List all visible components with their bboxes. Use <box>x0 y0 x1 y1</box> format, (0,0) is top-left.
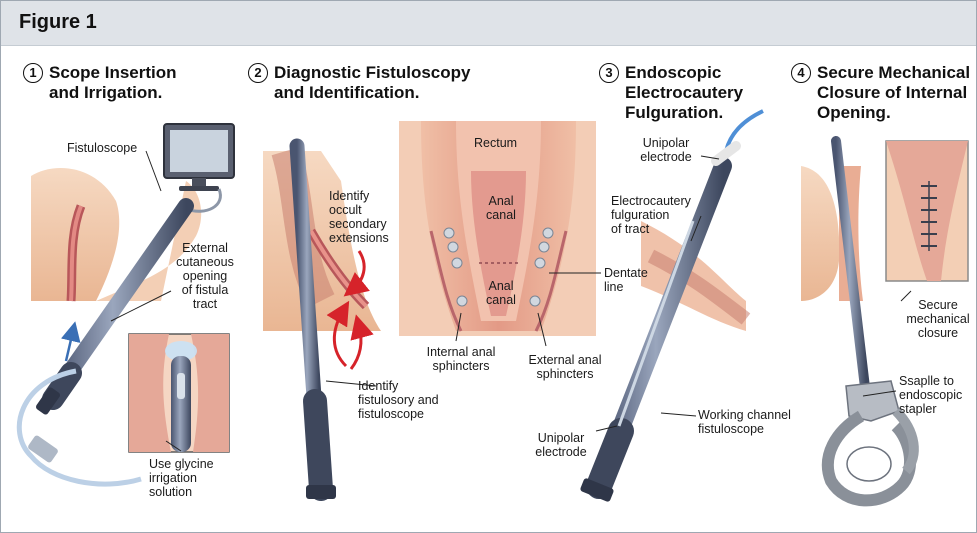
label-anal-canal-upper: Anal canal <box>481 194 521 222</box>
arrow-fistulosory-2 <box>351 326 361 369</box>
step-2-title: Diagnostic Fistuloscopy and Identificati… <box>274 63 470 103</box>
label-unipolar-bottom: Unipolar electrode <box>529 431 593 459</box>
label-identify-fistulosory: Identify fistulosory and fistuloscope <box>358 379 439 421</box>
step-2-heading: 2 Diagnostic Fistuloscopy and Identificat… <box>248 63 470 103</box>
label-glycine: Use glycine irrigation solution <box>149 457 214 499</box>
label-secure-closure: Secure mechanical closure <box>901 298 975 340</box>
label-stapler: Ssaplle to endoscopic stapler <box>899 374 962 416</box>
step-3-heading: 3 Endoscopic Electrocautery Fulguration. <box>599 63 743 123</box>
label-dentate-line: Dentate line <box>604 266 648 294</box>
step-3-number: 3 <box>599 63 619 83</box>
step-1-heading: 1 Scope Insertion and Irrigation. <box>23 63 177 103</box>
label-internal-sphincters: Internal anal sphincters <box>415 345 507 373</box>
step-3-title: Endoscopic Electrocautery Fulguration. <box>625 63 743 123</box>
label-rectum: Rectum <box>474 136 517 150</box>
irrigation-tube <box>19 371 141 484</box>
step-4-heading: 4 Secure Mechanical Closure of Internal O… <box>791 63 970 123</box>
step-2-number: 2 <box>248 63 268 83</box>
label-anal-canal-lower: Anal canal <box>481 279 521 307</box>
label-occult: Identify occult secondary extensions <box>329 189 389 245</box>
label-electrocautery: Electrocautery fulguration of tract <box>611 194 691 236</box>
label-working-channel: Working channel fistuloscope <box>698 408 791 436</box>
step-1-number: 1 <box>23 63 43 83</box>
step-4-number: 4 <box>791 63 811 83</box>
label-fistuloscope: Fistuloscope <box>67 141 137 155</box>
label-unipolar-top: Unipolar electrode <box>629 136 703 164</box>
step-4-title: Secure Mechanical Closure of Internal Op… <box>817 63 970 123</box>
label-external-sphincters: External anal sphincters <box>517 353 613 381</box>
label-external-opening: External cutaneous opening of fistula tr… <box>169 241 241 311</box>
step-1-title: Scope Insertion and Irrigation. <box>49 63 177 103</box>
stapler-handle-ring <box>847 447 891 481</box>
anal-canal-anatomy <box>399 121 601 346</box>
panel-3-illustration <box>580 111 763 502</box>
